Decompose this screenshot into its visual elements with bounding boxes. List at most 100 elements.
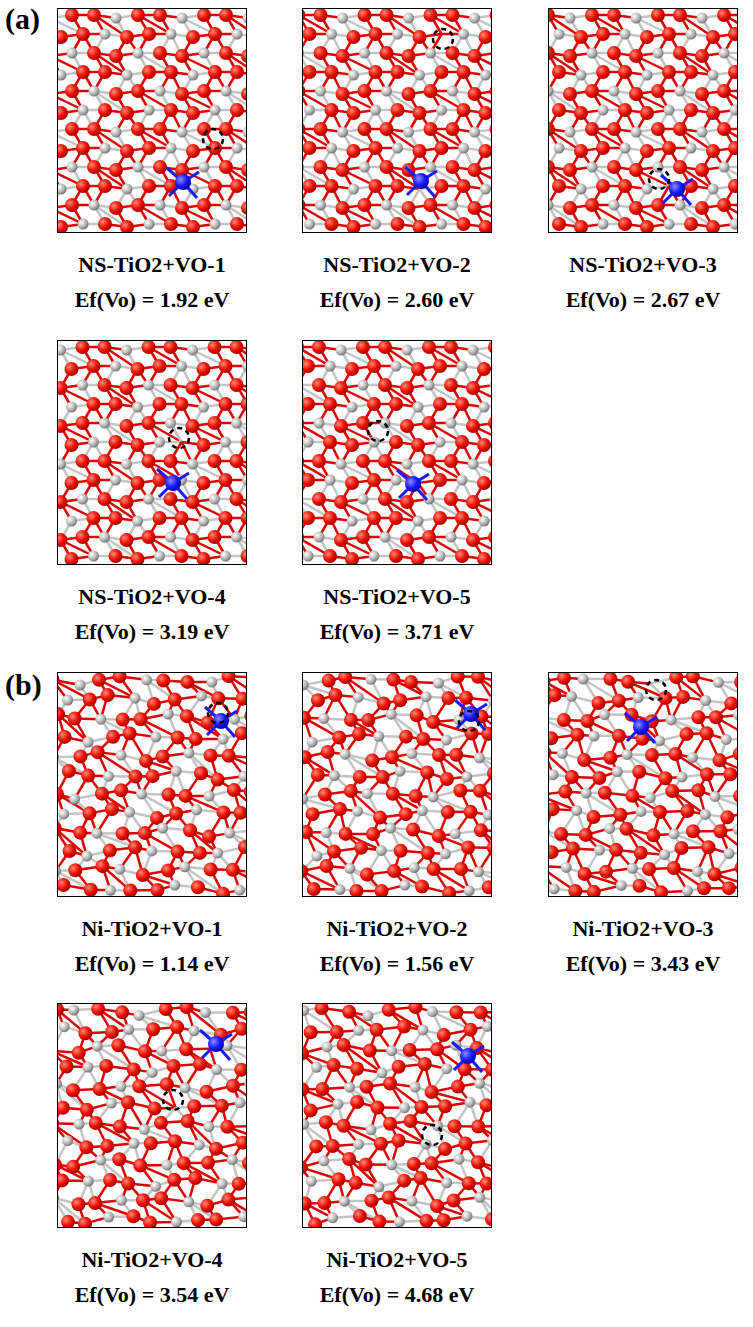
ti-atom [314,532,325,543]
o-atom [109,397,123,411]
o-atom [142,27,156,41]
o-atom [662,141,676,155]
o-atom [695,163,709,177]
o-atom [312,378,326,392]
o-atom [303,179,317,193]
o-atom [164,103,178,117]
o-atom [413,144,427,158]
ti-atom [58,70,67,81]
panel-frame [302,340,492,565]
o-atom [367,397,381,411]
o-atom [574,144,588,158]
o-atom [466,419,480,433]
o-atom [574,106,588,120]
o-atom [422,454,436,468]
o-atom [479,220,492,232]
o-atom [369,141,383,155]
o-atom [552,65,566,79]
ti-atom [490,494,492,505]
o-atom [479,144,492,158]
ti-atom [403,127,414,138]
ti-atom [165,418,176,429]
atom-layer [303,9,491,232]
o-atom [433,359,447,373]
o-atom [230,65,244,79]
ti-atom [187,345,198,356]
o-atom [585,122,599,136]
o-atom [303,65,317,79]
o-atom [356,530,370,544]
bond-layer [58,15,246,227]
structure-panel: NS-TiO2+VO-2Ef(Vo) = 2.60 eV [302,8,492,233]
o-atom [422,416,436,430]
o-atom [219,46,233,60]
ti-atom [380,532,391,543]
o-atom [607,160,621,174]
o-atom [706,30,720,44]
o-atom [391,65,405,79]
o-atom [444,341,458,354]
o-atom [433,473,447,487]
nitrogen-site [405,167,437,197]
ti-atom [457,475,468,486]
o-atom [662,65,676,79]
o-atom [241,435,247,449]
o-atom [552,179,566,193]
o-atom [477,362,491,376]
o-atom [120,419,134,433]
o-atom [131,362,145,376]
o-atom [380,160,394,174]
o-atom [120,533,134,547]
o-atom [65,122,79,136]
o-atom [457,179,471,193]
o-atom [230,492,244,506]
o-atom [400,381,414,395]
o-atom [241,49,246,63]
o-atom [413,30,427,44]
o-atom [334,533,348,547]
o-atom [618,217,632,231]
o-atom [422,341,436,354]
o-atom [65,476,79,490]
o-atom [303,530,304,544]
ti-atom [221,200,232,211]
panel-frame [548,8,738,233]
ti-atom [631,13,642,24]
o-atom [197,9,211,22]
o-atom [389,549,403,563]
atomic-structure [58,673,246,896]
ti-atom [67,162,78,173]
ti-atom [121,459,132,470]
o-atom [336,163,350,177]
o-atom [153,46,167,60]
ti-atom [199,162,210,173]
o-atom [208,65,222,79]
o-atom [323,435,337,449]
o-atom [241,163,246,177]
o-atom [175,397,189,411]
o-atom [58,30,68,44]
ti-atom [326,143,337,154]
ti-atom [413,402,424,413]
o-atom [673,122,687,136]
o-atom [303,9,306,22]
o-atom [98,103,112,117]
o-atom [142,65,156,79]
o-atom [488,454,491,468]
ti-atom [469,127,480,138]
o-atom [98,217,112,231]
ti-atom [348,184,359,195]
o-atom [367,473,381,487]
ti-atom [304,219,315,230]
o-atom [175,87,189,101]
o-atom [219,359,233,373]
ti-atom [587,162,598,173]
o-atom [65,552,79,564]
ti-atom [403,13,414,24]
o-atom [65,9,79,22]
o-atom [684,65,698,79]
o-atom [446,160,460,174]
n-atom [405,476,421,492]
vacancy-marker [169,428,189,448]
